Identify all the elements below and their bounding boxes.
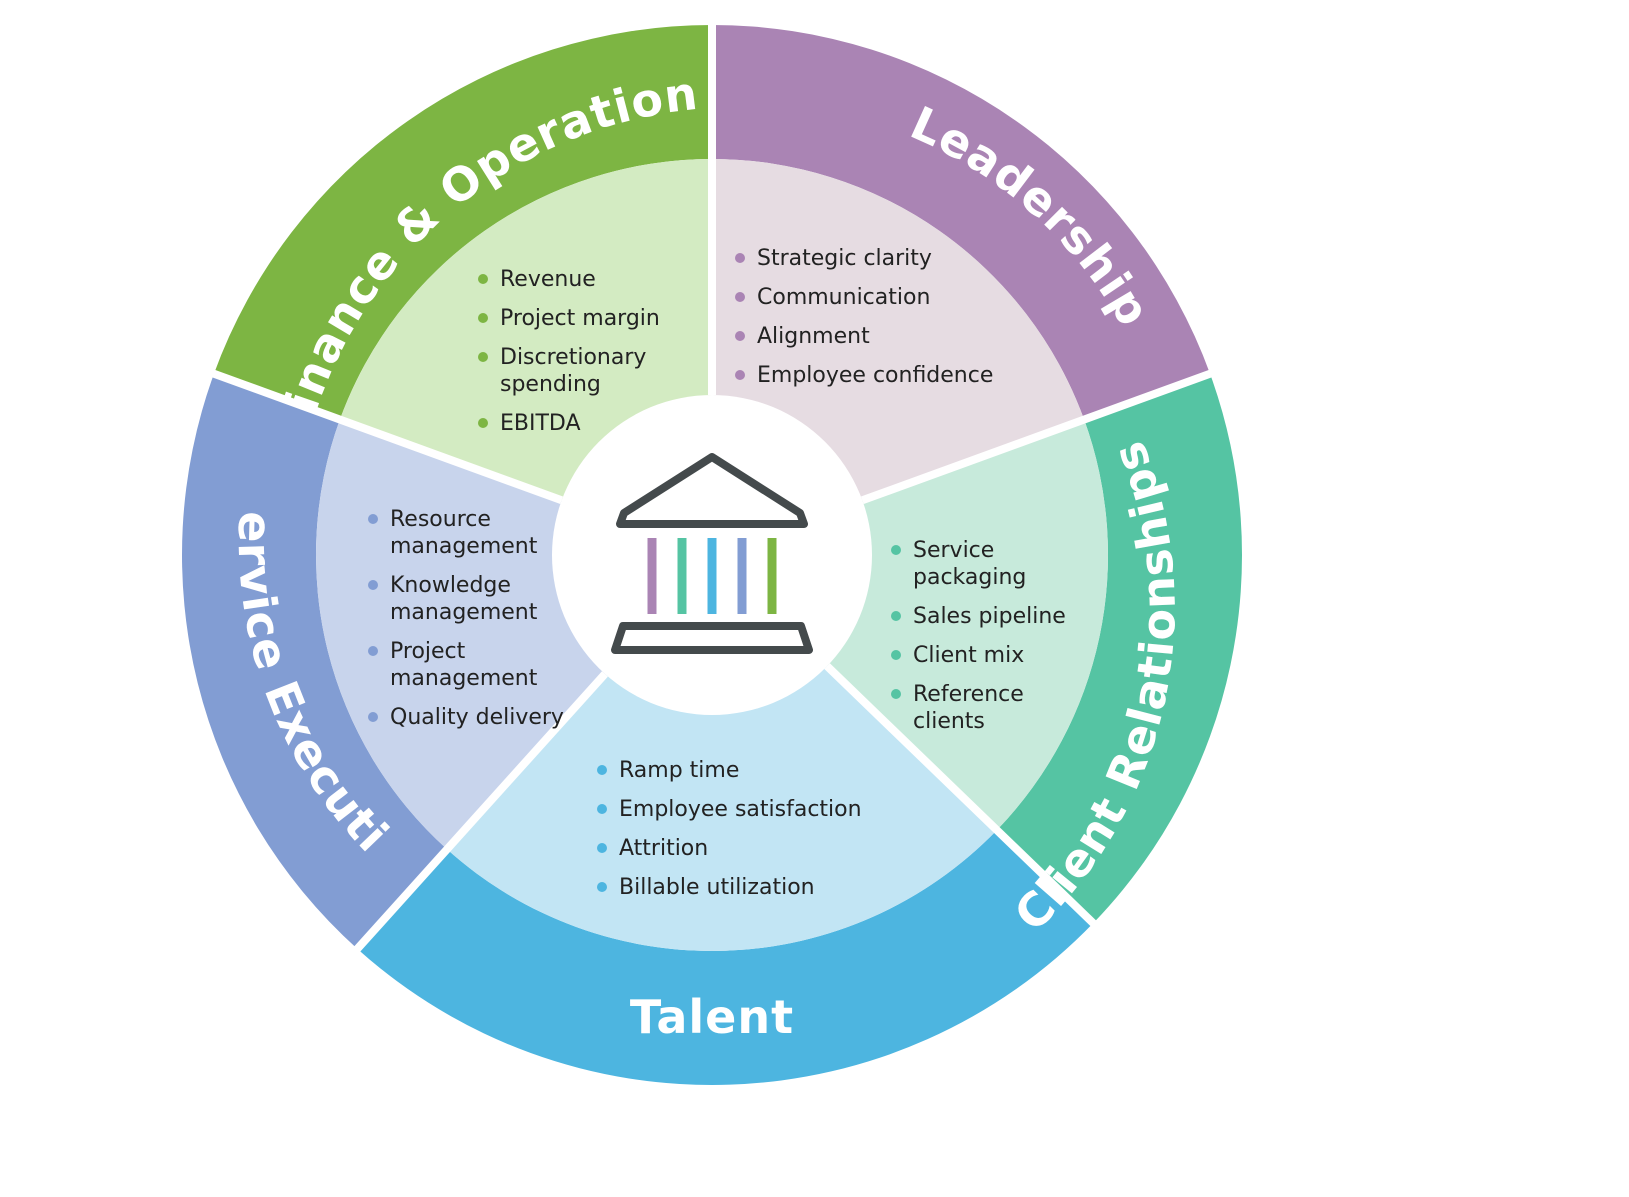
bullet-dot xyxy=(735,253,745,263)
bullet-dot xyxy=(891,611,901,621)
list-item-text: EBITDA xyxy=(500,411,581,436)
list-item-text: Sales pipeline xyxy=(913,604,1066,629)
bullet-dot xyxy=(891,689,901,699)
list-item-text: Ramp time xyxy=(619,758,739,783)
list-item-text: Revenue xyxy=(500,267,596,292)
divider-line xyxy=(208,368,564,505)
outer-segment-finance xyxy=(213,25,713,420)
bullet-dot xyxy=(597,765,607,775)
bullet-dot xyxy=(368,580,378,590)
divider-line xyxy=(351,671,608,955)
list-item-text: Billable utilization xyxy=(619,875,815,900)
list-item-text: Communication xyxy=(757,285,930,310)
bullet-dot xyxy=(478,418,488,428)
inner-segment-leadership xyxy=(712,159,1085,501)
bank-building-icon xyxy=(611,453,813,654)
item-list-leadership: Strategic clarityCommunicationAlignmentE… xyxy=(735,246,993,388)
segment-dividers xyxy=(208,21,1216,955)
inner-segment-finance xyxy=(339,158,712,501)
segment-title-talent: Talent xyxy=(630,990,794,1044)
bullet-dot xyxy=(368,712,378,722)
inner-ring xyxy=(316,158,1108,951)
bullet-dot xyxy=(478,313,488,323)
bullet-dot xyxy=(735,292,745,302)
bullet-dot xyxy=(735,370,745,380)
outer-segment-leadership xyxy=(712,25,1211,420)
divider-line xyxy=(824,663,1099,929)
list-item-text: Project xyxy=(390,639,466,664)
list-item-text: Alignment xyxy=(757,324,870,349)
list-item-text: packaging xyxy=(913,565,1026,590)
list-item-text: management xyxy=(390,666,538,691)
list-item-text: Project margin xyxy=(500,306,660,331)
list-item-text: Reference xyxy=(913,682,1024,707)
outer-segment-client xyxy=(996,373,1242,924)
list-item-text: Strategic clarity xyxy=(757,246,932,271)
outer-segment-service xyxy=(181,373,448,949)
divider-line xyxy=(860,368,1216,505)
list-item-text: Discretionary xyxy=(500,345,646,370)
inner-segment-talent xyxy=(447,664,997,951)
bullet-dot xyxy=(368,514,378,524)
list-item-text: management xyxy=(390,600,538,625)
item-list-service-execution: ResourcemanagementKnowledgemanagementPro… xyxy=(368,507,564,730)
bullet-dot xyxy=(597,882,607,892)
bullet-dot xyxy=(891,545,901,555)
building-columns xyxy=(647,538,777,614)
list-item-text: management xyxy=(390,534,538,559)
bullet-dot xyxy=(478,274,488,284)
bullet-dot xyxy=(478,352,488,362)
bullet-dot xyxy=(368,646,378,656)
list-item-text: Service xyxy=(913,538,994,563)
list-item-text: Employee confidence xyxy=(757,363,993,388)
list-item-text: Knowledge xyxy=(390,573,511,598)
list-item-text: Attrition xyxy=(619,836,708,861)
base-shape xyxy=(611,622,813,654)
outer-ring xyxy=(181,25,1242,1085)
bullet-dot xyxy=(597,804,607,814)
bullet-dot xyxy=(735,331,745,341)
bullet-dot xyxy=(891,650,901,660)
list-item-text: clients xyxy=(913,709,985,734)
roof-shape xyxy=(616,453,808,528)
list-item-text: spending xyxy=(500,372,601,397)
list-item-text: Employee satisfaction xyxy=(619,797,862,822)
bullet-dot xyxy=(597,843,607,853)
inner-segment-service xyxy=(316,419,607,850)
list-item-text: Client mix xyxy=(913,643,1024,668)
list-item-text: Resource xyxy=(390,507,491,532)
outer-segment-talent xyxy=(357,830,1094,1085)
list-item-text: Quality delivery xyxy=(390,705,564,730)
